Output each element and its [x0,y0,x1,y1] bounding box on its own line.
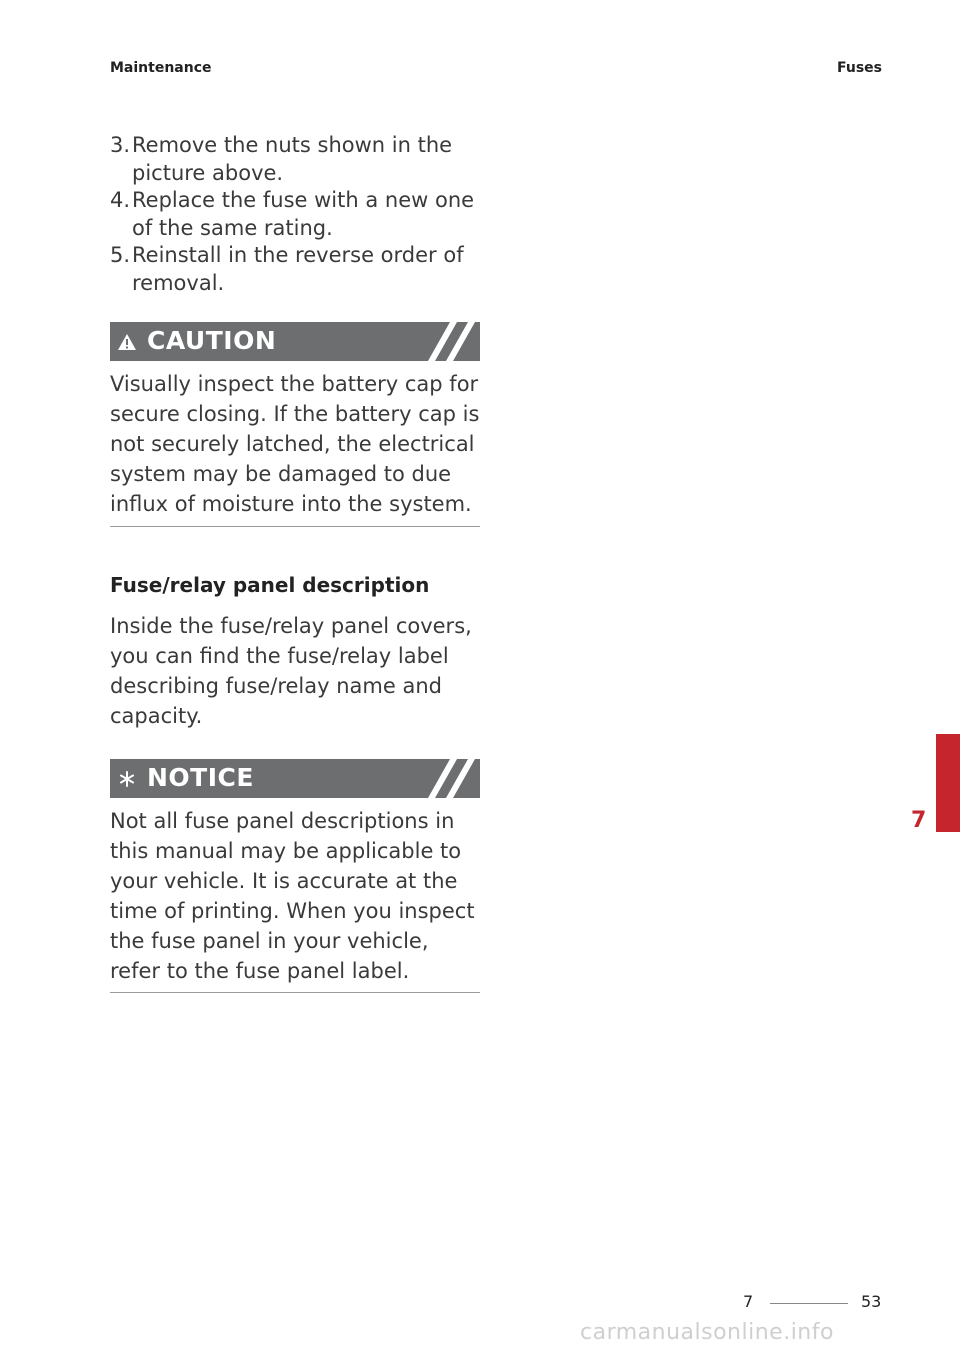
caution-banner: CAUTION [110,322,480,361]
asterisk-icon [120,771,134,787]
running-header-topic: Fuses [837,60,882,76]
caution-label: CAUTION [147,326,277,355]
procedure-steps: 3. Remove the nuts shown in the picture … [110,132,490,297]
step-text: Replace the fuse with a new one of the s… [132,188,475,240]
chapter-tab-number: 7 [911,808,927,833]
warning-triangle-icon [118,334,136,350]
chapter-tab [936,734,960,832]
footer-page-number: 53 [861,1292,882,1311]
banner-stripes [428,759,475,798]
section-body: Inside the fuse/relay panel covers, you … [110,614,472,728]
footer-divider [770,1303,848,1304]
step-item: 3. Remove the nuts shown in the picture … [110,132,490,187]
notice-banner: NOTICE [110,759,480,798]
section-heading: Fuse/relay panel description [110,573,430,597]
step-text: Remove the nuts shown in the picture abo… [132,133,453,185]
watermark: carmanualsonline.info [580,1320,834,1345]
step-text: Reinstall in the reverse order of remova… [132,243,464,295]
step-item: 4. Replace the fuse with a new one of th… [110,187,490,242]
caution-divider [110,526,480,527]
running-header-section: Maintenance [110,60,212,76]
footer-chapter: 7 [743,1292,754,1311]
step-item: 5. Reinstall in the reverse order of rem… [110,242,490,297]
step-number: 4. [110,188,131,212]
step-number: 5. [110,243,131,267]
step-number: 3. [110,133,131,157]
banner-stripes [428,322,475,361]
caution-body: Visually inspect the battery cap for sec… [110,372,480,516]
notice-body: Not all fuse panel descriptions in this … [110,809,475,983]
notice-divider [110,992,480,993]
notice-label: NOTICE [147,763,254,792]
